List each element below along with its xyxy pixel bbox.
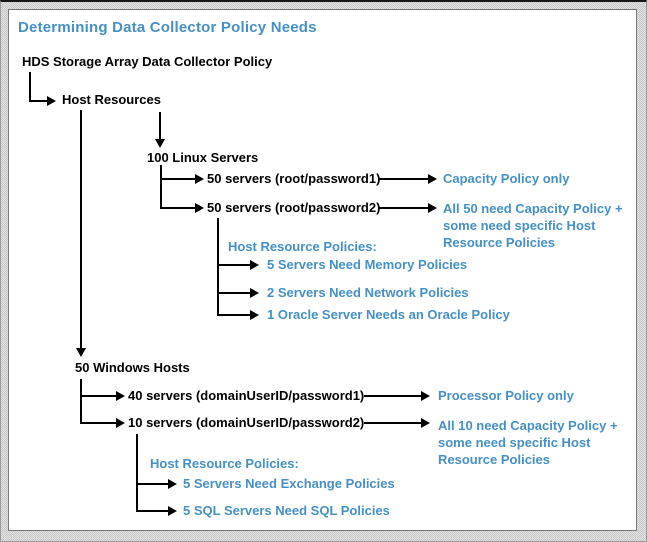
arrowhead-to-linux-servers-icon	[155, 139, 165, 148]
policy-windows-sql: 5 SQL Servers Need SQL Policies	[183, 503, 390, 518]
policy-windows-group2: All 10 need Capacity Policy + some need …	[438, 418, 618, 467]
connector-root-horizontal	[29, 100, 47, 102]
node-windows-group2: 10 servers (domainUserID/password2)	[128, 415, 365, 430]
arrowhead-linux-subpolicy3-icon	[250, 310, 259, 320]
arrowhead-linux-subpolicy2-icon	[250, 288, 259, 298]
arrowhead-windows-group1-policy-icon	[421, 391, 430, 401]
node-linux-group1: 50 servers (root/password1)	[207, 171, 381, 186]
policy-linux-network: 2 Servers Need Network Policies	[267, 285, 469, 300]
policy-windows-group1: Processor Policy only	[438, 388, 574, 403]
connector-windows-group1-branch	[80, 395, 116, 397]
connector-windows-group1-policy-line	[364, 395, 421, 397]
policy-linux-oracle: 1 Oracle Server Needs an Oracle Policy	[267, 307, 510, 322]
connector-linux-group2-policy-line	[379, 207, 428, 209]
policy-linux-memory: 5 Servers Need Memory Policies	[267, 257, 468, 272]
arrowhead-windows-group2-policy-icon	[421, 418, 430, 428]
node-host-resources: Host Resources	[62, 92, 161, 107]
connector-windows-spine	[80, 379, 82, 424]
policy-linux-group2: All 50 need Capacity Policy + some need …	[443, 201, 623, 250]
connector-linux-subpolicy-spine	[217, 218, 219, 316]
connector-linux-spine	[160, 165, 162, 209]
connector-host-to-linux-vertical	[159, 112, 161, 139]
arrowhead-windows-group1-icon	[116, 391, 125, 401]
arrowhead-linux-group1-policy-icon	[428, 174, 437, 184]
arrowhead-linux-group2-policy-icon	[428, 203, 437, 213]
arrowhead-linux-subpolicy1-icon	[250, 260, 259, 270]
connector-windows-subpolicy2-branch	[136, 510, 168, 512]
connector-windows-group2-branch	[80, 422, 116, 424]
connector-windows-subpolicy-spine	[136, 434, 138, 512]
policy-linux-group1: Capacity Policy only	[443, 171, 570, 186]
connector-linux-group1-branch	[160, 178, 195, 180]
connector-host-to-windows-vertical	[80, 110, 82, 348]
connector-root-vertical	[29, 72, 31, 102]
heading-linux-host-policies: Host Resource Policies:	[228, 239, 377, 254]
node-linux-servers: 100 Linux Servers	[147, 150, 259, 165]
connector-linux-subpolicy2-branch	[217, 292, 250, 294]
connector-linux-group1-policy-line	[379, 178, 428, 180]
diagram-canvas	[8, 9, 637, 531]
arrowhead-to-host-resources-icon	[47, 96, 56, 106]
connector-windows-subpolicy1-branch	[136, 483, 168, 485]
page-title: Determining Data Collector Policy Needs	[18, 19, 317, 36]
node-windows-group1: 40 servers (domainUserID/password1)	[128, 388, 365, 403]
connector-linux-subpolicy1-branch	[217, 264, 250, 266]
connector-linux-group2-branch	[160, 207, 195, 209]
arrowhead-windows-subpolicy1-icon	[168, 479, 177, 489]
node-root-policy: HDS Storage Array Data Collector Policy	[22, 54, 273, 69]
arrowhead-linux-group1-icon	[195, 174, 204, 184]
node-windows-hosts: 50 Windows Hosts	[75, 360, 190, 375]
connector-windows-group2-policy-line	[364, 422, 421, 424]
connector-linux-subpolicy3-branch	[217, 314, 250, 316]
arrowhead-windows-group2-icon	[116, 418, 125, 428]
arrowhead-windows-subpolicy2-icon	[168, 506, 177, 516]
node-linux-group2: 50 servers (root/password2)	[207, 200, 381, 215]
arrowhead-linux-group2-icon	[195, 203, 204, 213]
heading-windows-host-policies: Host Resource Policies:	[150, 456, 299, 471]
arrowhead-to-windows-hosts-icon	[76, 348, 86, 357]
policy-windows-exchange: 5 Servers Need Exchange Policies	[183, 476, 395, 491]
